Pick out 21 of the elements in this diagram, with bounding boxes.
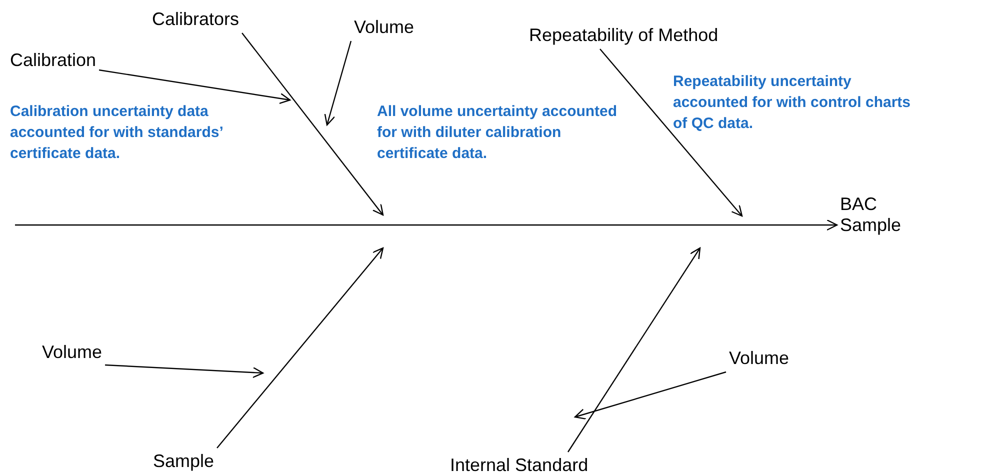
- cause-label: Repeatability of Method: [529, 25, 718, 46]
- cause-label: Sample: [153, 451, 214, 472]
- cause-label: Calibrators: [152, 9, 240, 30]
- note-text: Repeatability uncertainty accounted for with control charts of QC data.: [673, 72, 912, 134]
- note-text: All volume uncertainty accounted for with diluter calibration certificate data.: [377, 102, 618, 164]
- cause-label: Volume: [42, 342, 102, 363]
- spine-arrow: [15, 219, 838, 231]
- cause-label: Volume: [354, 17, 414, 38]
- arrow: [324, 40, 352, 126]
- note-text: Calibration uncertainty data accounted for with standards’ certificate data.: [10, 102, 224, 164]
- cause-label: Volume: [729, 348, 790, 369]
- cause-label: BAC Sample: [840, 194, 900, 236]
- arrow: [105, 364, 264, 378]
- cause-label: Calibration: [10, 50, 96, 71]
- arrow: [216, 247, 384, 448]
- arrow: [600, 48, 743, 217]
- cause-label: Internal Standard: [450, 455, 588, 476]
- arrow: [574, 371, 726, 420]
- arrow: [242, 32, 384, 216]
- arrow: [98, 69, 291, 104]
- arrow: [568, 247, 701, 452]
